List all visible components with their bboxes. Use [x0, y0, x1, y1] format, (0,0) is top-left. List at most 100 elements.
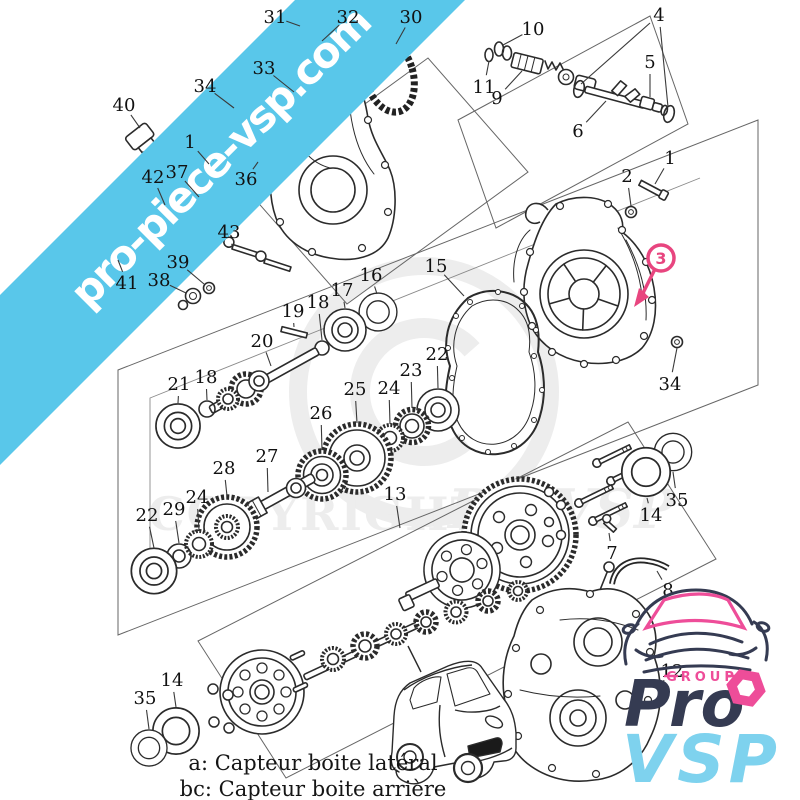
- stub-shaft-drawing: [398, 578, 440, 612]
- cover-bolts-drawing: [543, 442, 647, 541]
- leader-line: [502, 34, 523, 46]
- part-callout-40: 40: [113, 95, 136, 116]
- leader-line: [173, 691, 177, 708]
- part-callout-36: 36: [235, 169, 258, 190]
- part-callout-38: 38: [148, 270, 171, 291]
- part-callout-4: 4: [653, 5, 664, 26]
- leader-line: [343, 301, 346, 309]
- part-callout-21: 21: [168, 374, 191, 395]
- leader-line: [608, 532, 611, 542]
- part-callout-18: 18: [195, 367, 218, 388]
- leader-line: [660, 679, 665, 685]
- leader-line: [148, 526, 155, 549]
- headlight: [484, 715, 504, 729]
- leader-line: [320, 424, 323, 451]
- logo-pro-label: Pro: [624, 668, 744, 742]
- spring-drawing: [544, 60, 565, 72]
- o-ring-drawing: [198, 400, 216, 418]
- drain-plug-drawing: [177, 281, 216, 311]
- leader-line: [117, 259, 124, 272]
- part-callout-30: 30: [400, 7, 423, 28]
- part-callout-5: 5: [644, 52, 655, 73]
- key-pin-drawing: [280, 325, 309, 339]
- caption-line-1: a: Capteur boite latéral: [188, 751, 437, 775]
- breather-screw-drawing: [601, 513, 618, 533]
- leader-line: [169, 284, 187, 294]
- leader-line: [266, 467, 269, 493]
- leader-line: [321, 24, 340, 42]
- highlight-arrowhead: [634, 288, 649, 307]
- leader-line: [654, 168, 665, 185]
- washer-drawing: [572, 79, 586, 99]
- part-callout-9: 9: [491, 88, 502, 109]
- banner-ribbon: [0, 0, 465, 465]
- logo-group-label: GROUP: [666, 670, 738, 685]
- part-callout-24: 24: [186, 487, 209, 508]
- leader-line: [585, 100, 607, 123]
- washer-drawing: [662, 104, 676, 124]
- leader-line: [672, 471, 676, 489]
- side-cover-drawing: [513, 196, 657, 369]
- leader-line: [485, 60, 490, 76]
- part-callout-28: 28: [213, 458, 236, 479]
- part-callout-2: 2: [621, 166, 632, 187]
- leader-line: [130, 114, 141, 129]
- logo-windshield: [642, 592, 748, 631]
- bearing-drawing: [323, 308, 367, 352]
- leader-line: [436, 365, 439, 389]
- group-outline-gear-train: [117, 119, 759, 636]
- grille: [467, 737, 503, 759]
- leader-line: [145, 709, 150, 730]
- o-ring-drawing: [484, 47, 494, 63]
- part-callout-14: 14: [640, 505, 663, 526]
- leader-line: [355, 400, 358, 424]
- leader-line: [197, 150, 210, 165]
- leader-line: [214, 92, 235, 109]
- gear-drawing: [392, 406, 432, 446]
- leader-line: [659, 26, 669, 108]
- part-callout-31: 31: [264, 7, 287, 28]
- roller-bearing-drawing: [375, 423, 405, 453]
- caption-block: a: Capteur boite latéral bc: Capteur boi…: [180, 751, 447, 800]
- leader-line: [671, 347, 678, 373]
- part-callout-41: 41: [116, 273, 139, 294]
- leader-line: [318, 313, 323, 341]
- rear-wheel: [396, 743, 424, 771]
- part-callout-34: 34: [659, 374, 682, 395]
- part-callout-11: 11: [473, 77, 496, 98]
- front-wheel: [452, 752, 484, 784]
- highlight-badge: 3: [634, 243, 676, 307]
- pinion-shaft-drawing: [207, 580, 529, 734]
- part-callout-43: 43: [218, 222, 241, 243]
- part-callout-18: 18: [307, 292, 330, 313]
- bearing-drawing: [130, 547, 178, 595]
- part-callout-20: 20: [251, 331, 274, 352]
- leader-line: [374, 286, 378, 295]
- part-callout-8: 8: [662, 580, 673, 601]
- logo-car-outline: [621, 588, 771, 674]
- bearing-drawing: [155, 403, 201, 449]
- antenna: [407, 645, 422, 673]
- leader-line: [157, 187, 166, 206]
- part-callout-1: 1: [664, 148, 675, 169]
- part-callout-32: 32: [337, 7, 360, 28]
- part-callout-6: 6: [572, 121, 583, 142]
- leader-line: [646, 497, 649, 504]
- part-callout-13: 13: [384, 484, 407, 505]
- input-shaft-drawing: [208, 347, 320, 414]
- leader-line: [197, 508, 200, 531]
- part-callout-39: 39: [167, 252, 190, 273]
- leader-line: [186, 269, 205, 285]
- leader-line: [504, 70, 523, 90]
- part-callout-35: 35: [134, 688, 157, 709]
- part-callout-22: 22: [136, 505, 159, 526]
- leader-line: [273, 75, 295, 93]
- part-callout-17: 17: [331, 280, 354, 301]
- part-callout-35: 35: [666, 490, 689, 511]
- part-callout-27: 27: [256, 446, 279, 467]
- logo-vsp-label: VSP: [622, 721, 781, 798]
- part-callout-15: 15: [425, 256, 448, 277]
- group-outline-shifter: [457, 15, 689, 229]
- leader-line: [175, 520, 180, 544]
